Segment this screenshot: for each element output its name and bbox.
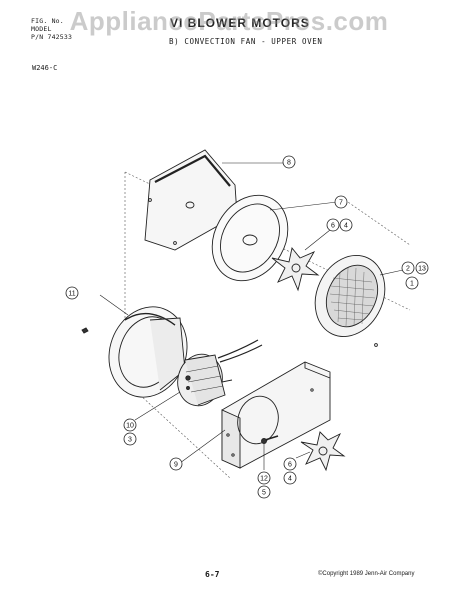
callout-6-upper: 6 bbox=[326, 218, 340, 232]
svg-text:4: 4 bbox=[344, 223, 348, 230]
callout-4-lower: 4 bbox=[283, 471, 297, 485]
callout-5: 5 bbox=[257, 485, 271, 499]
callout-2: 2 bbox=[401, 261, 415, 275]
flange-ring-part-7 bbox=[211, 194, 289, 282]
svg-text:1: 1 bbox=[410, 281, 414, 288]
callout-11: 11 bbox=[65, 286, 79, 300]
callout-3: 3 bbox=[123, 432, 137, 446]
header-model-label: MODEL bbox=[31, 25, 52, 33]
svg-text:10: 10 bbox=[126, 423, 134, 430]
mounting-bracket-part-9 bbox=[221, 361, 331, 469]
svg-text:4: 4 bbox=[288, 476, 292, 483]
svg-text:6: 6 bbox=[331, 223, 335, 230]
callout-12: 12 bbox=[257, 471, 271, 485]
page-number: 6-7 bbox=[205, 570, 220, 579]
svg-text:8: 8 bbox=[287, 160, 291, 167]
header-fig-label: FIG. No. bbox=[31, 17, 64, 25]
fan-blade-lower-part-6 bbox=[300, 431, 346, 472]
callout-8: 8 bbox=[282, 155, 296, 169]
model-code: W246-C bbox=[32, 64, 58, 72]
callout-6-lower: 6 bbox=[283, 457, 297, 471]
motor-housing-part-11 bbox=[81, 306, 188, 398]
callout-10: 10 bbox=[123, 418, 137, 432]
fan-blade-upper-part-6 bbox=[271, 246, 320, 292]
copyright-notice: ©Copyright 1989 Jenn-Air Company bbox=[318, 571, 415, 577]
header-part-number: P/N 742533 bbox=[31, 33, 73, 41]
svg-text:2: 2 bbox=[406, 266, 410, 273]
callout-1: 1 bbox=[405, 276, 419, 290]
callout-9: 9 bbox=[169, 457, 183, 471]
svg-text:11: 11 bbox=[68, 291, 75, 298]
page-title: VI BLOWER MOTORS bbox=[170, 16, 310, 30]
svg-text:6: 6 bbox=[288, 462, 292, 469]
watermark: AppliancePartsPros.com bbox=[69, 6, 389, 36]
grille-cover-part-2 bbox=[314, 255, 386, 347]
svg-text:7: 7 bbox=[339, 200, 343, 207]
svg-text:5: 5 bbox=[262, 490, 266, 497]
svg-text:13: 13 bbox=[418, 266, 426, 273]
leader-lines bbox=[99, 162, 404, 470]
callout-7: 7 bbox=[334, 195, 348, 209]
motor-part-10 bbox=[177, 339, 263, 407]
callout-4-upper: 4 bbox=[339, 218, 353, 232]
bolt-part-12 bbox=[261, 435, 279, 444]
callout-13: 13 bbox=[415, 261, 429, 275]
svg-text:3: 3 bbox=[128, 437, 132, 444]
page-subtitle: B) CONVECTION FAN - UPPER OVEN bbox=[169, 37, 323, 46]
svg-text:12: 12 bbox=[260, 476, 268, 483]
svg-text:9: 9 bbox=[174, 462, 178, 469]
